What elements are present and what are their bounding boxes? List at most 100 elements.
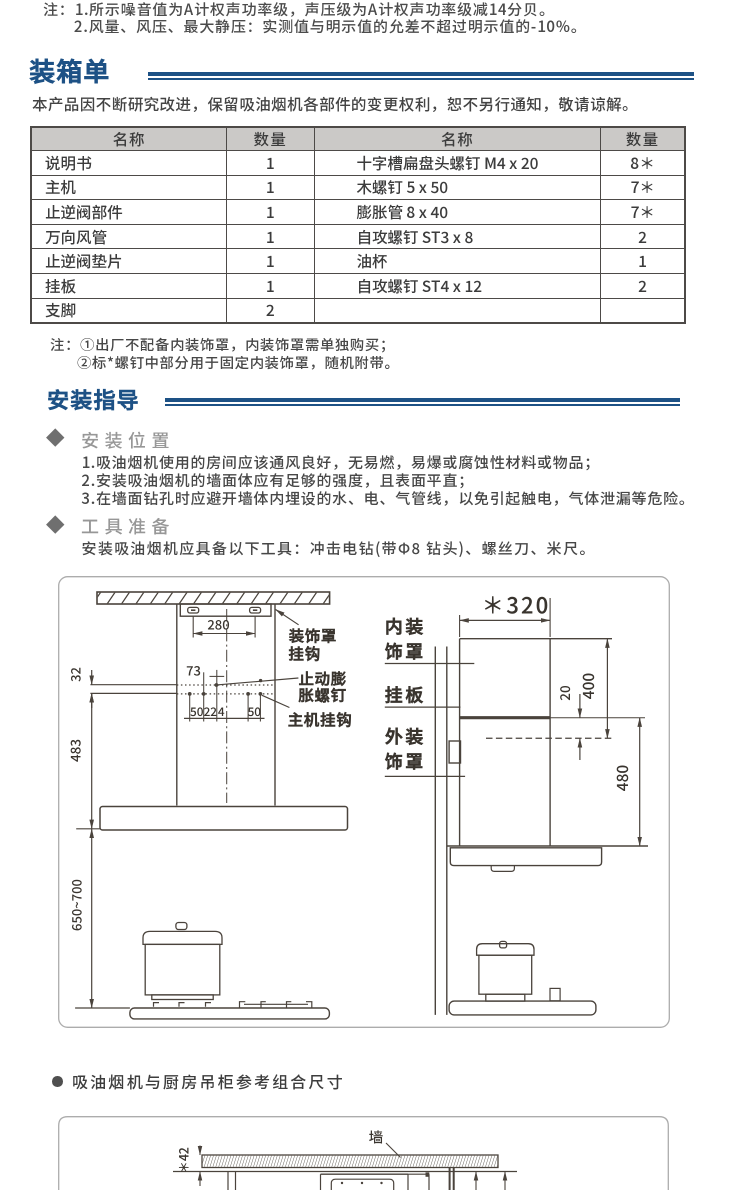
dim-32-483-650	[75, 670, 177, 1009]
dim-22-text: 22	[204, 703, 218, 720]
table-cell: 1	[226, 150, 315, 176]
tools-item: 安装吸油烟机应具备以下工具：冲击电钻(带Φ8 钻头)、螺丝刀、米尺。	[81, 538, 596, 559]
location-items: 1.吸油烟机使用的房间应该通风良好，无易燃，易爆或腐蚀性材料或物品； 2.安装吸…	[82, 454, 695, 508]
table-cell: 十字槽扁盘头螺钉 M4 x 20	[313, 150, 601, 176]
dim-320	[459, 598, 551, 637]
dim-650-700-text: 650~700	[67, 879, 86, 931]
install-title-rule	[165, 398, 680, 406]
table-cell: 说明书	[30, 150, 227, 176]
tools-heading: 工具准备	[81, 513, 175, 539]
label-leader-underlines	[384, 662, 475, 777]
leader-lines	[218, 609, 299, 709]
dim-483-text: 483	[65, 739, 85, 762]
front-view-mount-plate	[179, 603, 272, 617]
combo-cabinets	[227, 1167, 455, 1190]
table-cell: 支脚	[30, 297, 227, 324]
table-cell: 膨胀管 8 x 40	[313, 199, 601, 225]
dim-4-text: 4	[218, 703, 225, 720]
combo-box-border	[58, 1116, 669, 1190]
wall-label: 墙	[369, 1127, 384, 1148]
front-view-pot	[142, 921, 223, 1007]
outer-cover-label-2: 饰罩	[384, 748, 426, 774]
table-cell: 自攻螺钉 ST4 x 12	[313, 272, 601, 299]
table-cell: 7＊	[600, 199, 686, 225]
dim-400-text: 400	[577, 673, 599, 700]
packing-note-2: ②标*螺钉中部分用于固定内装饰罩，随机附带。	[77, 351, 400, 373]
side-view-hood	[446, 845, 648, 872]
table-cell	[600, 297, 686, 324]
side-view-switch	[549, 987, 561, 1002]
table-cell: 万向风管	[30, 223, 227, 250]
side-view-pot	[475, 940, 535, 1002]
col-header-name-2: 名称	[313, 126, 601, 151]
table-cell: 自攻螺钉 ST3 x 8	[313, 223, 601, 250]
dim-20-text: 20	[554, 685, 574, 701]
cover-hook-label-1: 装饰罩	[289, 625, 338, 647]
plate-label: 挂板	[385, 682, 426, 708]
table-header-row: 名称 数量 名称 数量	[30, 126, 686, 151]
dim-50b-text: 50	[248, 703, 262, 720]
dim-280	[192, 616, 256, 638]
table-cell: 挂板	[30, 272, 227, 299]
table-cell: 止逆阀垫片	[30, 248, 227, 274]
diamond-icon	[46, 514, 65, 533]
table-cell: 7＊	[600, 174, 686, 201]
stop-screw-label-2: 胀螺钉	[297, 684, 347, 706]
combo-screws	[340, 1172, 430, 1185]
packing-intro: 本产品因不断研究改进，保留吸油烟机各部件的变更权利，恕不另行通知，敬请谅解。	[32, 93, 639, 115]
table-cell: 1	[226, 248, 315, 274]
inner-cover-label-2: 饰罩	[384, 638, 426, 664]
side-dim-texts: ＊320 20 400 480	[482, 589, 633, 792]
combo-wall-bar	[201, 1154, 499, 1169]
table-cell: 2	[600, 223, 686, 250]
side-labels: 内装 饰罩 挂板 外装 饰罩	[384, 613, 426, 774]
top-note-line-1: 注：1.所示噪音值为A计权声功率级，声压级为A计权声功率级减14分贝。	[43, 0, 555, 20]
location-item: 2.安装吸油烟机的墙面体应有足够的强度，且表面平直；	[81, 470, 475, 491]
dim-320-text: ＊320	[482, 589, 551, 621]
combo-caption: 吸油烟机与厨房吊柜参考组合尺寸	[72, 1069, 346, 1093]
side-view-chimney	[458, 638, 645, 846]
install-guide-title: 安装指导	[47, 383, 140, 415]
dim-73-text: 73	[186, 661, 201, 680]
table-cell: 油杯	[313, 248, 601, 274]
table-cell: 止逆阀部件	[30, 199, 227, 225]
combo-arrows	[473, 1171, 508, 1190]
dim-480-text: 480	[611, 765, 633, 792]
installation-diagram-box: 280 32 73 483 650~700 50 22 4 50 装饰罩 挂钩 …	[58, 576, 670, 1028]
col-header-name-1: 名称	[30, 126, 227, 151]
col-header-qty-2: 数量	[600, 126, 686, 151]
side-view-wall	[434, 646, 448, 1015]
front-dim-texts: 280 32 73 483 650~700 50 22 4 50	[65, 615, 262, 931]
packing-note-1: 注：①出厂不配备内装饰罩，内装饰罩需单独购买；	[50, 333, 395, 355]
front-view-chimney	[176, 604, 276, 806]
packing-title-rule	[148, 72, 694, 80]
table-cell: 1	[226, 272, 315, 299]
location-item: 1.吸油烟机使用的房间应该通风良好，无易燃，易爆或腐蚀性材料或物品；	[81, 452, 601, 473]
front-view-cooktop	[129, 1007, 331, 1020]
dim-32-text: 32	[66, 667, 85, 682]
table-cell: 8＊	[600, 150, 686, 176]
table-cell: 木螺钉 5 x 50	[313, 174, 601, 201]
location-item: 3.在墙面钻孔时应避开墙体内埋设的水、电、气管线，以免引起触电，气体泄漏等危险。	[81, 488, 695, 509]
packing-list-title: 装箱单	[29, 52, 111, 89]
table-cell: 1	[226, 223, 315, 250]
table-cell: 1	[226, 199, 315, 225]
bullet-icon	[52, 1076, 63, 1087]
table-cell: 2	[600, 272, 686, 299]
outer-cover-label-1: 外装	[385, 723, 426, 749]
main-hook-label: 主机挂钩	[288, 708, 353, 730]
front-view-burner	[238, 1001, 313, 1008]
dim-20-400-480	[577, 638, 643, 847]
diagram-box-border	[58, 576, 670, 1028]
dim-280-text: 280	[207, 615, 229, 634]
table-cell: 2	[226, 297, 315, 324]
top-note-line-2: 2.风量、风压、最大静压：实测值与明示值的允差不超过明示值的-10%。	[74, 16, 587, 37]
dim-42-text: ＊42	[174, 1147, 193, 1174]
dim-50-22-4	[184, 669, 265, 722]
